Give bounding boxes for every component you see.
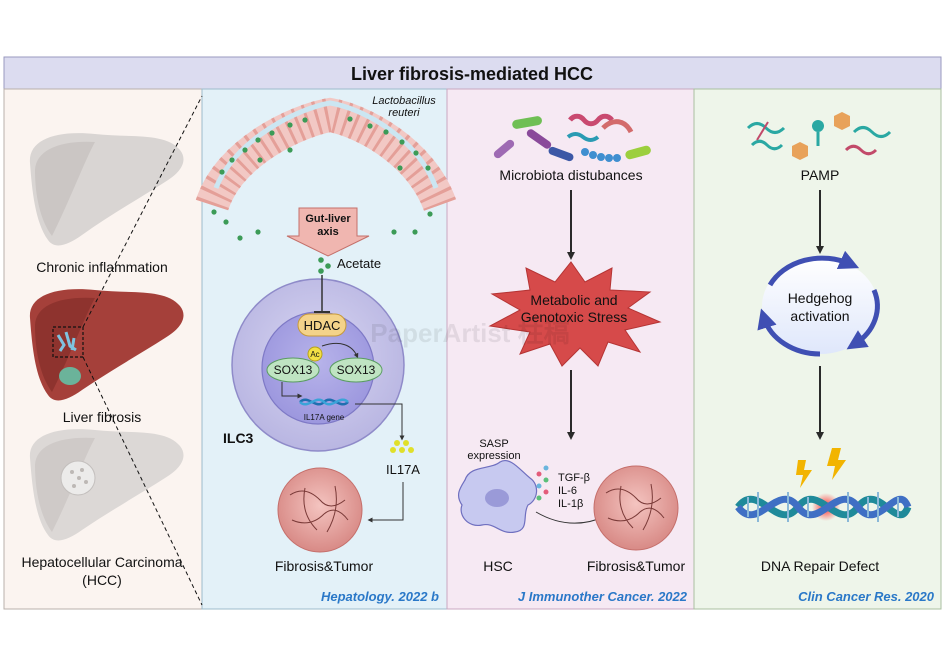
- hedgehog-label-line2: activation: [790, 308, 849, 324]
- sasp-label-line2: expression: [467, 450, 520, 462]
- gene-label: IL17A gene: [304, 413, 345, 422]
- il17a-label: IL17A: [386, 462, 420, 477]
- hedgehog-cycle: [762, 258, 878, 354]
- gallbladder: [59, 367, 81, 385]
- panel2-outcome: Fibrosis&Tumor: [587, 558, 686, 574]
- pamp-icon: [746, 112, 892, 160]
- liver-fibrotic: [29, 289, 184, 401]
- sox13-a-label: SOX13: [274, 363, 313, 377]
- transcription-arrow: [281, 382, 303, 399]
- panel1-citation: Hepatology. 2022 b: [321, 589, 439, 604]
- bacteria-name-line2: reuteri: [388, 107, 420, 119]
- acetyl-group: [307, 346, 323, 362]
- il17a-gene-dna: [299, 398, 349, 406]
- cycle-arrow-3: [757, 308, 821, 357]
- cytokine-dots: [536, 465, 549, 501]
- cycle-arrow-2: [846, 289, 880, 350]
- stress-starburst: [488, 261, 662, 367]
- acetate-label: Acetate: [337, 256, 381, 271]
- hsc-label: HSC: [483, 558, 513, 574]
- cytokine-tgfb: TGF-β: [558, 472, 590, 484]
- panel2-citation: J Immunother Cancer. 2022: [518, 589, 688, 604]
- liver-hcc: [29, 429, 184, 541]
- cytokine-il6: IL-6: [558, 485, 577, 497]
- sox13-b: [329, 357, 383, 383]
- gut-liver-label-line2: axis: [317, 226, 338, 238]
- stage-chronic-inflammation: Chronic inflammation: [36, 259, 168, 275]
- stage-liver-fibrosis: Liver fibrosis: [63, 409, 142, 425]
- sasp-label-line1: SASP: [479, 438, 508, 450]
- figure-title: Liver fibrosis-mediated HCC: [351, 64, 593, 84]
- il17a-dots: [390, 440, 414, 453]
- gut-liver-label-line1: Gut-liver: [305, 213, 351, 225]
- stage-hcc-line1: Hepatocellular Carcinoma: [21, 554, 182, 570]
- deacetylation-arrow: [321, 342, 359, 359]
- hedgehog-label-line1: Hedgehog: [788, 290, 853, 306]
- secretion-arrow: [355, 403, 405, 441]
- stress-label-line1: Metabolic and: [530, 292, 617, 308]
- stress-label-line2: Genotoxic Stress: [521, 309, 628, 325]
- panel3-citation: Clin Cancer Res. 2020: [798, 589, 935, 604]
- hdac-box: [297, 313, 347, 337]
- panel3-outcome: DNA Repair Defect: [761, 558, 879, 574]
- panel1-outcome: Fibrosis&Tumor: [275, 558, 374, 574]
- title-bar: [3, 56, 942, 90]
- sox13-b-label: SOX13: [337, 363, 376, 377]
- microbiota-icon: [493, 113, 651, 162]
- bacteria-dots: [211, 116, 433, 241]
- pamp-label: PAMP: [801, 167, 840, 183]
- gut-liver-axis-arrow: [286, 207, 370, 257]
- watermark: PaperArtist 柱稿: [370, 318, 569, 348]
- ac-label: Ac: [310, 350, 319, 359]
- sox13-a: [266, 357, 320, 383]
- fibrosis-tumor-2: [593, 465, 679, 551]
- cytokine-il1b: IL-1β: [558, 498, 583, 510]
- fibrosis-tumor-1: [277, 467, 363, 553]
- acetate-dots: [318, 257, 331, 274]
- cycle-arrow-1: [767, 250, 860, 287]
- hsc-nucleus: [485, 489, 509, 507]
- zoom-line-bottom: [82, 356, 203, 606]
- il17a-to-tumor-arrow: [367, 482, 404, 523]
- stage-hcc-line2: (HCC): [82, 572, 122, 588]
- zoom-box: [52, 326, 84, 358]
- microbiota-label: Microbiota distubances: [499, 167, 642, 183]
- liver-healthy: [29, 133, 184, 246]
- lightning-icon: [796, 448, 846, 488]
- dna-helix-icon: [735, 492, 912, 522]
- hdac-label: HDAC: [304, 318, 341, 333]
- ilc3-label: ILC3: [223, 430, 254, 446]
- bacteria-name-line1: Lactobacillus: [372, 95, 436, 107]
- zoom-line-top: [82, 95, 203, 328]
